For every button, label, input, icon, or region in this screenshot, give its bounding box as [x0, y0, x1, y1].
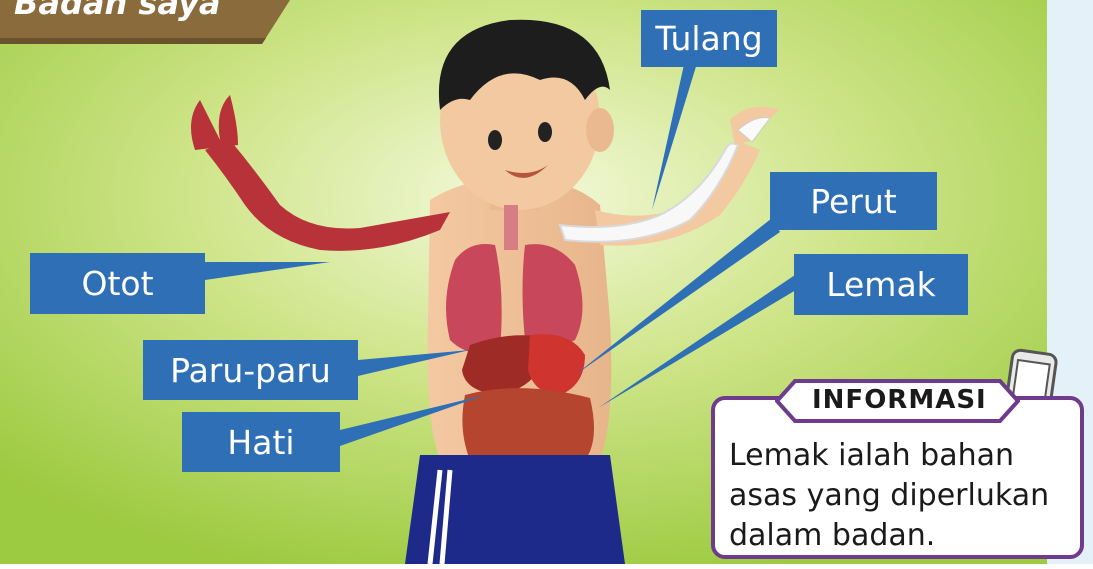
title-tab: Badan saya: [0, 0, 290, 44]
label-paru-paru: Paru-paru: [143, 340, 358, 400]
trachea: [504, 205, 518, 250]
right-eye: [538, 122, 552, 142]
info-heading: INFORMASI: [812, 385, 987, 415]
left-eye: [488, 130, 502, 150]
label-hati: Hati: [182, 412, 340, 472]
label-tulang: Tulang: [641, 10, 777, 67]
ear: [586, 108, 614, 152]
label-otot: Otot: [30, 253, 205, 314]
intestines: [462, 388, 594, 460]
page-title: Badan saya: [14, 0, 221, 22]
info-line: asas yang diperlukan: [729, 476, 1089, 516]
label-perut: Perut: [770, 172, 937, 230]
info-line: Lemak ialah bahan: [729, 436, 1089, 476]
label-lemak: Lemak: [794, 254, 968, 315]
info-line: dalam badan.: [729, 516, 1089, 556]
info-text: Lemak ialah bahan asas yang diperlukan d…: [729, 436, 1089, 556]
